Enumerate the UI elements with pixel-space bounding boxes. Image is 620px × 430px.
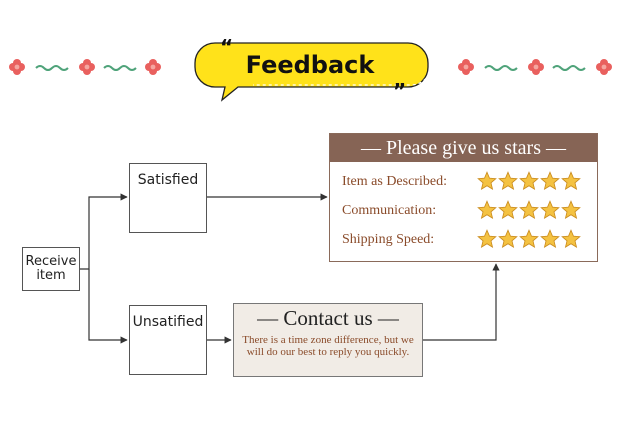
- flower-icon: [458, 59, 474, 75]
- star-icon: [498, 229, 518, 248]
- star-group: [477, 171, 581, 191]
- receive-item-node: Receive item: [22, 247, 80, 291]
- vine-icon: [35, 65, 69, 71]
- rating-label: Item as Described:: [342, 174, 447, 189]
- flower-icon: [79, 59, 95, 75]
- star-icon: [498, 171, 518, 190]
- right-decoration: [458, 59, 612, 75]
- star-icon: [477, 229, 497, 248]
- vine-icon: [552, 65, 586, 71]
- star-rating-panel: — Please give us stars — Item as Describ…: [329, 133, 598, 262]
- star-group: [477, 200, 581, 220]
- star-icon: [498, 200, 518, 219]
- feedback-bubble: “ ”: [194, 35, 432, 103]
- star-icon: [540, 171, 560, 190]
- left-decoration: [9, 59, 161, 75]
- rating-label: Shipping Speed:: [342, 232, 435, 247]
- star-icon: [519, 200, 539, 219]
- unsatisfied-label: Unsatified: [132, 314, 204, 330]
- unsatisfied-node: Unsatified: [129, 305, 207, 375]
- star-icon: [519, 171, 539, 190]
- star-icon: [561, 200, 581, 219]
- star-panel-title: — Please give us stars —: [330, 134, 597, 162]
- flower-icon: [528, 59, 544, 75]
- satisfied-node: Satisfied: [129, 163, 207, 233]
- rating-row-shipping-speed: Shipping Speed:: [342, 229, 587, 252]
- star-icon: [561, 171, 581, 190]
- star-icon: [477, 200, 497, 219]
- star-icon: [477, 171, 497, 190]
- receive-item-label-line1: Receive: [25, 254, 77, 269]
- star-icon: [540, 229, 560, 248]
- receive-item-label-line2: item: [36, 268, 66, 283]
- vine-icon: [103, 65, 137, 71]
- contact-us-box: — Contact us — There is a time zone diff…: [233, 303, 423, 377]
- rating-row-communication: Communication:: [342, 200, 587, 223]
- flow-connectors: [80, 193, 500, 344]
- contact-title: — Contact us —: [257, 306, 399, 330]
- star-icon: [561, 229, 581, 248]
- close-quote-icon: ”: [393, 79, 406, 103]
- satisfied-label: Satisfied: [137, 172, 199, 188]
- star-icon: [540, 200, 560, 219]
- open-quote-icon: “: [220, 35, 233, 59]
- page-title: Feedback: [245, 51, 375, 79]
- flower-icon: [596, 59, 612, 75]
- vine-icon: [484, 65, 518, 71]
- flower-icon: [9, 59, 25, 75]
- star-group: [477, 229, 581, 249]
- flower-icon: [145, 59, 161, 75]
- contact-message: There is a time zone difference, but we …: [242, 334, 414, 358]
- star-icon: [519, 229, 539, 248]
- rating-row-item-described: Item as Described:: [342, 171, 587, 194]
- rating-label: Communication:: [342, 203, 437, 218]
